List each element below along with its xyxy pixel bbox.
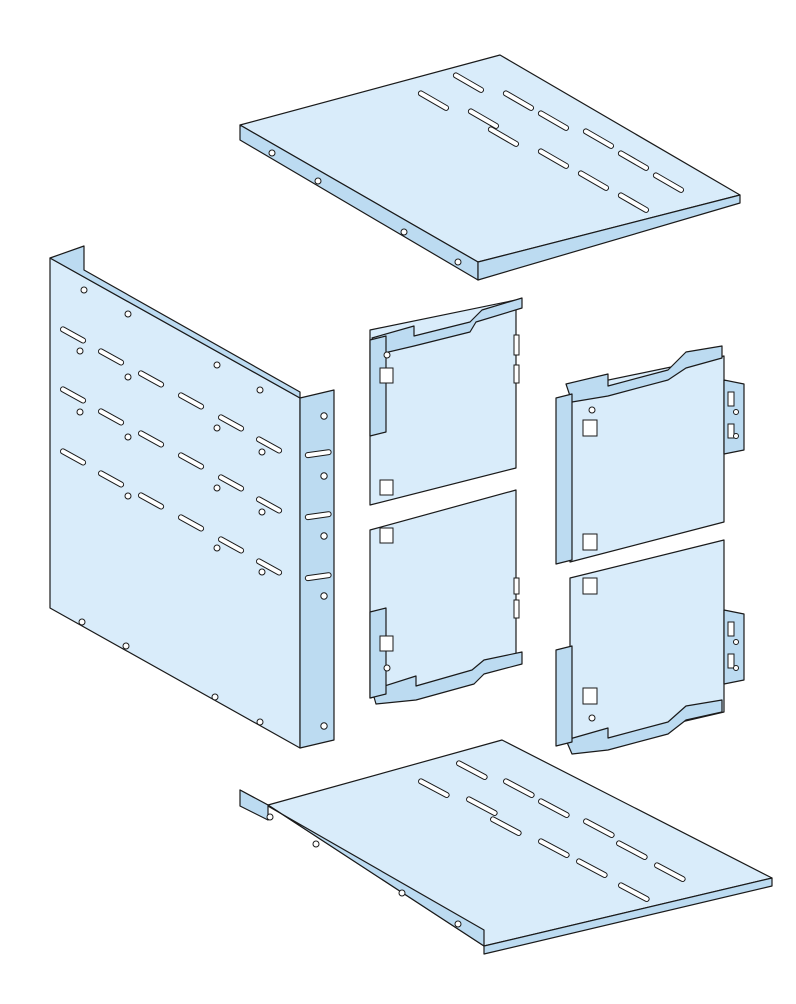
lower-right-bracket-right-tab [723, 609, 745, 685]
side-panel-right-flange [299, 389, 335, 749]
upper-right-bracket-top-lip [565, 345, 723, 403]
lower-right-bracket-left-flange [555, 645, 573, 747]
upper-left-bracket-top-lip [371, 297, 523, 355]
upper-right-bracket-right-tab [723, 379, 745, 455]
top-plate [239, 54, 741, 281]
top-plate-slots [417, 72, 685, 213]
bottom-plate-back-flange [239, 789, 269, 821]
lower-right-bracket-bottom-lip [565, 699, 723, 755]
lower-left-bracket [369, 489, 523, 705]
side-panel-slots [59, 326, 332, 582]
lower-right-bracket-features [582, 577, 739, 722]
bottom-plate-slots [418, 760, 686, 902]
top-plate-face [239, 54, 741, 263]
lower-right-bracket [555, 539, 745, 755]
bottom-plate-right-flange [483, 877, 773, 955]
upper-left-bracket-features [379, 334, 520, 496]
bottom-plate [239, 739, 773, 955]
side-panel-top-flange [49, 245, 301, 399]
top-plate-holes [268, 149, 462, 266]
upper-left-bracket-face [369, 299, 517, 506]
upper-right-bracket-features [582, 391, 739, 551]
top-plate-right-flange [477, 194, 741, 281]
upper-right-bracket-left-flange [555, 393, 573, 565]
side-panel-holes [76, 286, 328, 730]
bottom-plate-holes [266, 813, 462, 928]
bottom-plate-face [267, 739, 773, 947]
upper-left-bracket [369, 297, 523, 506]
lower-left-bracket-left-flange [369, 607, 387, 699]
lower-left-bracket-features [379, 527, 520, 672]
lower-left-bracket-bottom-lip [371, 651, 523, 705]
side-panel [49, 245, 335, 749]
upper-left-bracket-left-flange [369, 335, 387, 437]
upper-right-bracket [555, 345, 745, 565]
